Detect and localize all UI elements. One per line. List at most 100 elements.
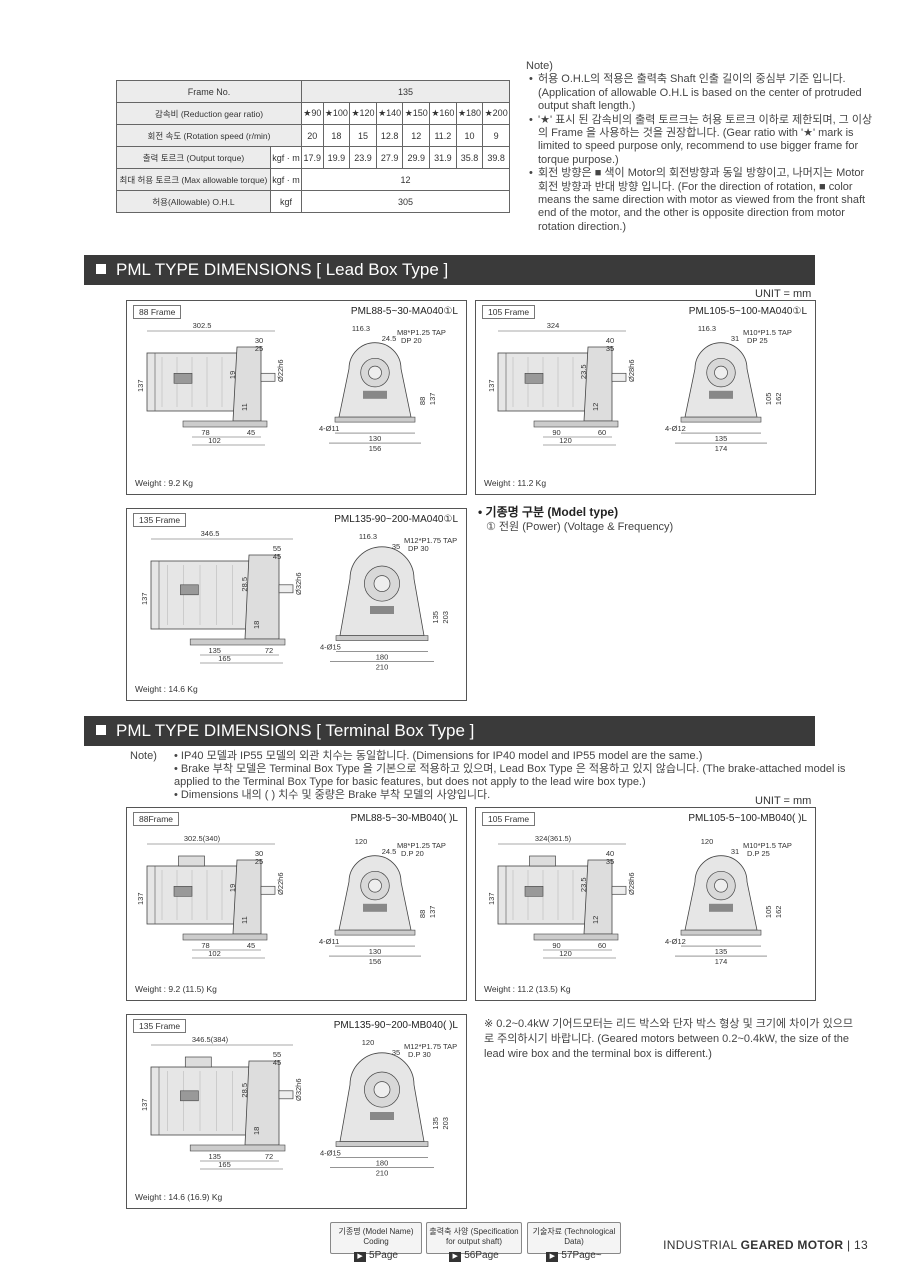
dim-length: 346.5(384) (192, 1035, 229, 1044)
frame-label: Frame No. (115, 80, 303, 103)
torque-cell: 31.9 (429, 146, 457, 169)
dim-base-total: 156 (369, 957, 382, 966)
dim-shaft: Ø28h6 (627, 872, 636, 895)
square-bullet-icon (96, 264, 106, 274)
speed-cell: 9 (482, 124, 510, 147)
frame-value: 135 (301, 80, 510, 103)
ohl-value: 305 (301, 190, 510, 213)
dim-height: 137 (140, 592, 149, 605)
link-output-shaft-spec[interactable]: 출력축 사양 (Specification for output shaft) 5… (426, 1222, 522, 1261)
torque-cell: 19.9 (322, 146, 351, 169)
frame-tag: 135 Frame (133, 513, 187, 527)
ratio-cell: ★160 (429, 102, 457, 125)
dim-front-offset: 24.5 (382, 847, 397, 856)
frame-tag: 88 Frame (133, 305, 182, 319)
speed-cell: 15 (349, 124, 377, 147)
weight-label: Weight : 9.2 Kg (135, 478, 193, 488)
ohl-label: 허용(Allowable) O.H.L (116, 190, 271, 213)
dim-holes: 4-Ø12 (665, 937, 686, 946)
dim-foot: 18 (252, 1127, 261, 1135)
torque-cell: 27.9 (375, 146, 404, 169)
dim-shaft-len: 40 (606, 336, 614, 345)
dim-base-b: 72 (265, 1152, 273, 1161)
dim-height: 137 (487, 892, 496, 905)
torque-cell: 17.9 (301, 146, 324, 169)
link-page: 5Page (331, 1250, 421, 1262)
dim-total-height: 162 (774, 906, 783, 919)
model-name: PML88-5~30-MB040( )L (350, 813, 458, 824)
dim-base-c: 165 (218, 654, 231, 663)
dim-foot: 12 (591, 403, 600, 411)
dim-shaft-key: 25 (255, 857, 263, 866)
dim-base-b: 60 (598, 428, 606, 437)
frame-tag: 88Frame (133, 812, 180, 826)
model-type-item: ① 전원 (Power) (Voltage & Frequency) (486, 521, 674, 533)
link-technological-data[interactable]: 기술자료 (Technological Data)57Page~ (527, 1222, 621, 1261)
dim-base-width: 130 (369, 434, 382, 443)
dim-holes: 4-Ø12 (665, 424, 686, 433)
note-item: 회전 방향은 ■ 색이 Motor의 회전방향과 동일 방향이고, 나머지는 M… (526, 167, 876, 234)
dim-length: 302.5(340) (184, 834, 221, 843)
ratio-cell: ★180 (455, 102, 484, 125)
dim-shaft-height: 105 (764, 906, 773, 919)
spec-table: Frame No. 135 감속비 (Reduction gear ratio)… (115, 80, 510, 213)
link-page: 56Page (427, 1250, 521, 1262)
frame-tag: 105 Frame (482, 305, 536, 319)
dim-shaft-height: 105 (764, 393, 773, 406)
dim-tap: M12*P1.75 TAP (404, 1042, 457, 1051)
motor-side-view (497, 346, 627, 428)
dim-shaft-height: 88 (418, 910, 427, 918)
dim-shaft-key: 45 (273, 552, 281, 561)
weight-label: Weight : 9.2 (11.5) Kg (135, 984, 217, 994)
note-item: Dimensions 내의 ( ) 치수 및 중량은 Brake 부착 모델의 … (180, 789, 491, 801)
link-label: 출력축 사양 (Specification for output shaft) (429, 1227, 519, 1246)
ratio-cell: ★90 (301, 102, 324, 125)
motor-side-view (146, 855, 276, 941)
link-model-name-coding[interactable]: 기종명 (Model Name) Coding5Page (330, 1222, 422, 1261)
dim-foot: 11 (240, 403, 249, 411)
dim-tap: M8*P1.25 TAP (397, 841, 446, 850)
dim-base-a: 90 (552, 941, 560, 950)
dim-tap: M10*P1.5 TAP (743, 328, 792, 337)
ratio-cell: ★200 (482, 102, 510, 125)
frame-tag: 105 Frame (482, 812, 536, 826)
torque-cell: 23.9 (349, 146, 377, 169)
dim-shaft-height: 88 (418, 397, 427, 405)
dim-front-offset: 24.5 (382, 334, 397, 343)
dim-tap: M8*P1.25 TAP (397, 328, 446, 337)
ratio-cell: ★140 (375, 102, 404, 125)
motor-front-view (334, 342, 416, 423)
square-bullet-icon (96, 725, 106, 735)
motor-side-view (150, 1056, 294, 1152)
dim-base-a: 90 (552, 428, 560, 437)
dim-base-width: 180 (376, 653, 389, 662)
max-torque-label: 최대 허용 토르크 (Max allowable torque) (116, 168, 271, 191)
motor-front-view (334, 855, 416, 936)
dim-holes: 4-Ø11 (319, 424, 339, 433)
dim-depth: D.P 20 (401, 849, 424, 858)
model-type-block: • 기종명 구분 (Model type) ① 전원 (Power) (Volt… (478, 505, 674, 533)
dim-foot: 18 (252, 621, 261, 629)
dim-shaft-height: 135 (431, 1117, 440, 1130)
dim-total-height: 137 (428, 906, 437, 919)
note-label: Note) (130, 750, 157, 762)
note-top: Note) 허용 O.H.L의 적용은 출력축 Shaft 인출 길이의 중심부… (526, 60, 876, 234)
unit-label: UNIT = mm (755, 288, 812, 300)
dim-total-height: 162 (774, 393, 783, 406)
dim-base-b: 45 (247, 941, 255, 950)
dim-depth: D.P 30 (408, 1050, 431, 1059)
motor-side-view (150, 554, 294, 646)
dim-holes: 4-Ø11 (319, 937, 339, 946)
speed-cell: 18 (322, 124, 351, 147)
dim-base-a: 135 (208, 1152, 221, 1161)
motor-front-view (680, 855, 762, 936)
weight-label: Weight : 14.6 Kg (135, 684, 198, 694)
dim-base-total: 156 (369, 444, 382, 453)
dim-front-width: 116.3 (698, 324, 716, 333)
dim-depth: DP 30 (408, 544, 429, 553)
